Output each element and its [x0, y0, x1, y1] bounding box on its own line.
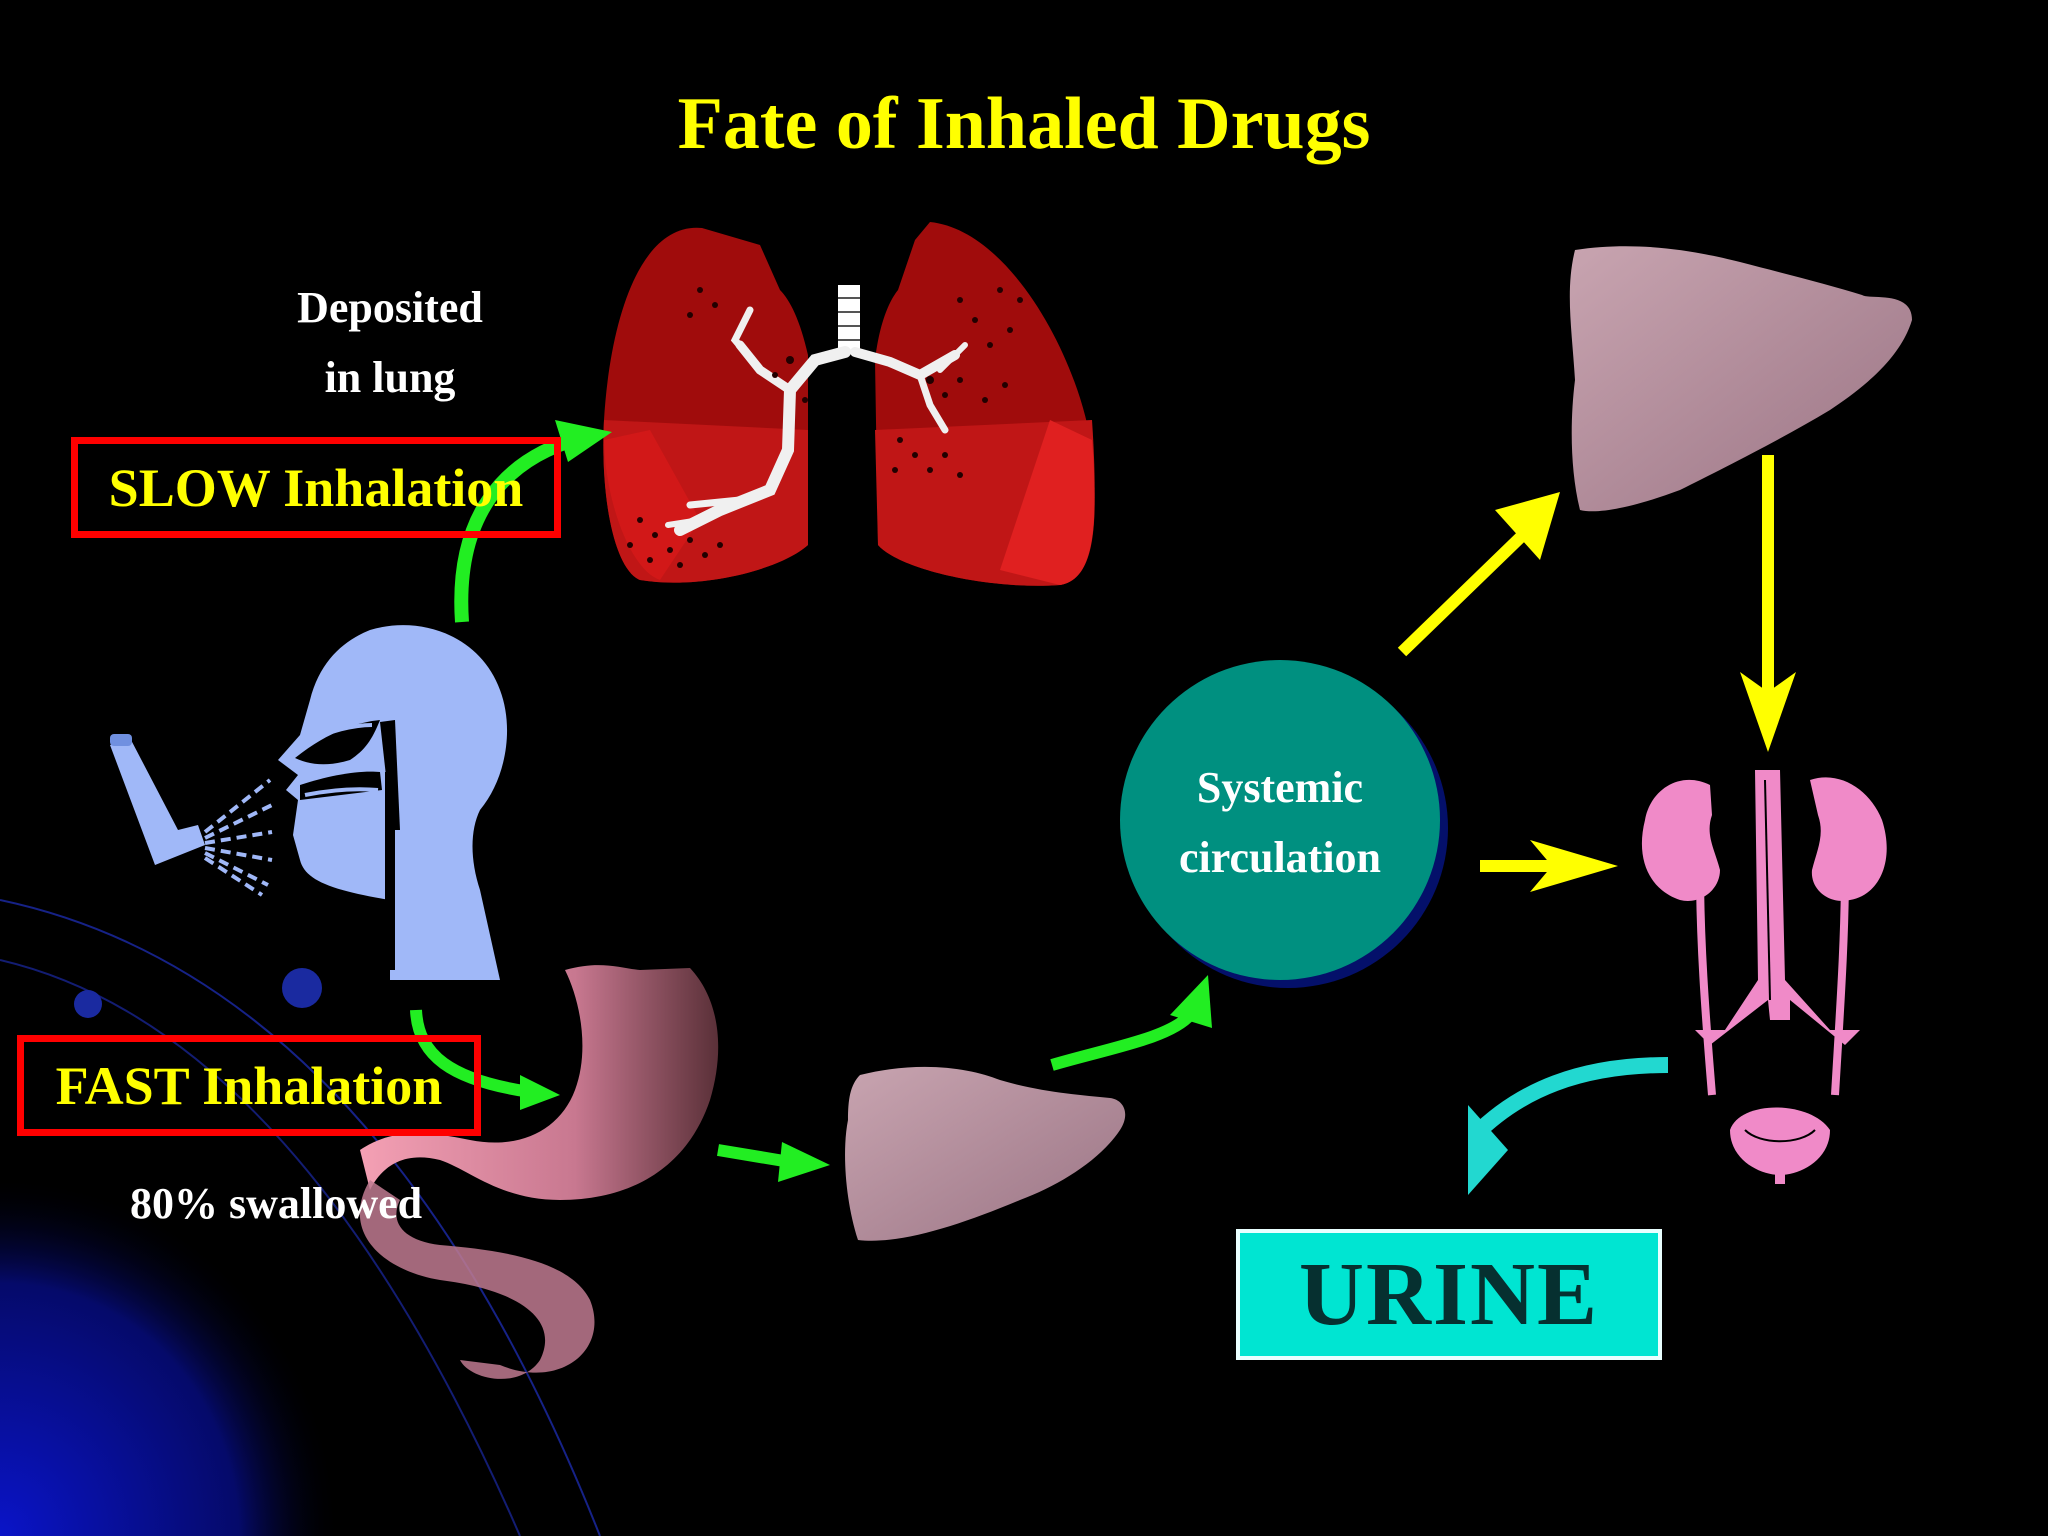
slow-inhalation-label: SLOW Inhalation: [108, 457, 524, 518]
urine-box: URINE: [1236, 1229, 1662, 1360]
yellow-arrow-circulation-to-kidney: [1480, 840, 1618, 892]
lungs-icon: [603, 222, 1095, 586]
inhaler-icon: [110, 734, 273, 897]
swallowed-label: 80% swallowed: [130, 1179, 423, 1228]
systemic-label-line2: circulation: [1178, 833, 1382, 882]
deposited-label-line2: in lung: [324, 353, 456, 402]
systemic-label-line1: Systemic: [1196, 763, 1364, 812]
background-swoosh: [0, 880, 620, 1536]
fast-inhalation-box: FAST Inhalation: [17, 1035, 481, 1136]
green-arrow-to-liver: [717, 1142, 830, 1182]
green-arrow-fast: [410, 1009, 560, 1110]
deposited-label-line1: Deposited: [297, 283, 483, 332]
cyan-arrow-to-urine: [1468, 1057, 1669, 1195]
slow-inhalation-box: SLOW Inhalation: [71, 437, 561, 538]
liver-icon: [845, 246, 1912, 1241]
stomach-icon: [359, 965, 719, 1379]
urine-label: URINE: [1298, 1245, 1600, 1344]
green-arrow-to-circulation: [1050, 975, 1212, 1071]
kidney-icon: [1641, 770, 1887, 1184]
fast-inhalation-label: FAST Inhalation: [55, 1055, 443, 1116]
green-arrow-slow: [454, 420, 612, 623]
page-title: Fate of Inhaled Drugs: [677, 83, 1371, 165]
head-icon: [278, 625, 508, 980]
systemic-circle: [1120, 660, 1448, 988]
yellow-arrow-liver-to-kidney: [1740, 455, 1796, 752]
yellow-arrow-to-liver: [1397, 492, 1560, 657]
